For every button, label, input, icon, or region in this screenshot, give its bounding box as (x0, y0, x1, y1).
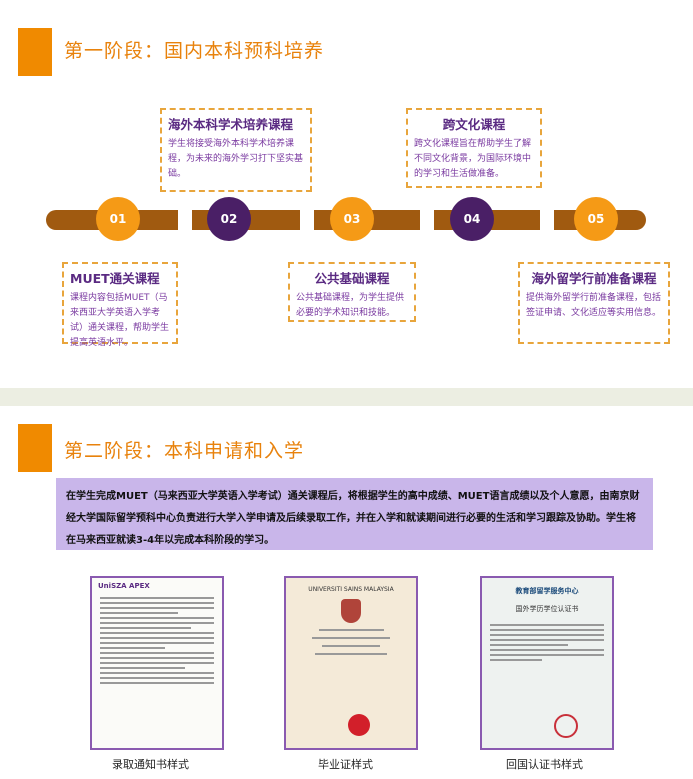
card-title: 跨文化课程 (442, 117, 506, 132)
certificate-header: 教育部留学服务中心 (515, 587, 579, 595)
card-title: MUET通关课程 (70, 271, 160, 286)
timeline-gap (178, 210, 192, 230)
card-title: 海外本科学术培养课程 (168, 117, 294, 132)
card-body: 课程内容包括MUET（马来西亚大学英语入学考试）通关课程，帮助学生提高英语水平。 (70, 293, 170, 348)
timeline-node-03: 03 (330, 197, 374, 241)
timeline-node-02: 02 (207, 197, 251, 241)
timeline-node-05: 05 (574, 197, 618, 241)
diploma-caption: 毕业证样式 (318, 758, 373, 771)
stage1-title: 第一阶段：国内本科预科培养 (64, 40, 325, 62)
diploma-header: UNIVERSITI SAINS MALAYSIA (308, 586, 394, 593)
timeline-node-01: 01 (96, 197, 140, 241)
admission-letter-thumbnail: UniSZA APEX (90, 576, 224, 750)
card-body: 跨文化课程旨在帮助学生了解不同文化背景，为国际环境中的学习和生活做准备。 (414, 139, 532, 179)
card-foundation: 公共基础课程 公共基础课程，为学生提供必要的学术知识和技能。 (288, 262, 416, 322)
card-crosscultural: 跨文化课程 跨文化课程旨在帮助学生了解不同文化背景，为国际环境中的学习和生活做准… (406, 108, 542, 188)
card-body: 公共基础课程，为学生提供必要的学术知识和技能。 (296, 293, 405, 318)
certificate-subheader: 国外学历学位认证书 (515, 605, 579, 613)
admission-letter-header: UniSZA APEX (98, 582, 150, 590)
certificate-thumbnail: 教育部留学服务中心 国外学历学位认证书 (480, 576, 614, 750)
timeline-gap (420, 210, 434, 230)
admission-letter-caption: 录取通知书样式 (112, 758, 189, 771)
card-muet: MUET通关课程 课程内容包括MUET（马来西亚大学英语入学考试）通关课程，帮助… (62, 262, 178, 348)
timeline-node-04: 04 (450, 197, 494, 241)
crest-icon (341, 599, 361, 623)
card-title: 海外留学行前准备课程 (531, 271, 657, 286)
card-academic: 海外本科学术培养课程 学生将接受海外本科学术培养课程，为未来的海外学习打下坚实基… (160, 108, 312, 192)
timeline-gap (300, 210, 314, 230)
card-title: 公共基础课程 (314, 271, 390, 286)
stage2-description: 在学生完成MUET（马来西亚大学英语入学考试）通关课程后，将根据学生的高中成绩、… (56, 478, 653, 550)
seal-icon (554, 714, 578, 738)
diploma-thumbnail: UNIVERSITI SAINS MALAYSIA (284, 576, 418, 750)
heading-marker (18, 28, 52, 76)
seal-icon (348, 714, 370, 736)
stage2-title: 第二阶段：本科申请和入学 (64, 440, 305, 462)
stage1-section: 第一阶段：国内本科预科培养 01 02 03 04 05 海外本科学术培养课程 … (0, 0, 693, 385)
card-body: 学生将接受海外本科学术培养课程，为未来的海外学习打下坚实基础。 (168, 139, 304, 179)
heading-marker (18, 424, 52, 472)
card-body: 提供海外留学行前准备课程，包括签证申请、文化适应等实用信息。 (526, 293, 662, 318)
certificate-caption: 回国认证书样式 (506, 758, 583, 771)
section-divider (0, 388, 693, 406)
timeline-gap (540, 210, 554, 230)
card-predeparture: 海外留学行前准备课程 提供海外留学行前准备课程，包括签证申请、文化适应等实用信息… (518, 262, 670, 344)
